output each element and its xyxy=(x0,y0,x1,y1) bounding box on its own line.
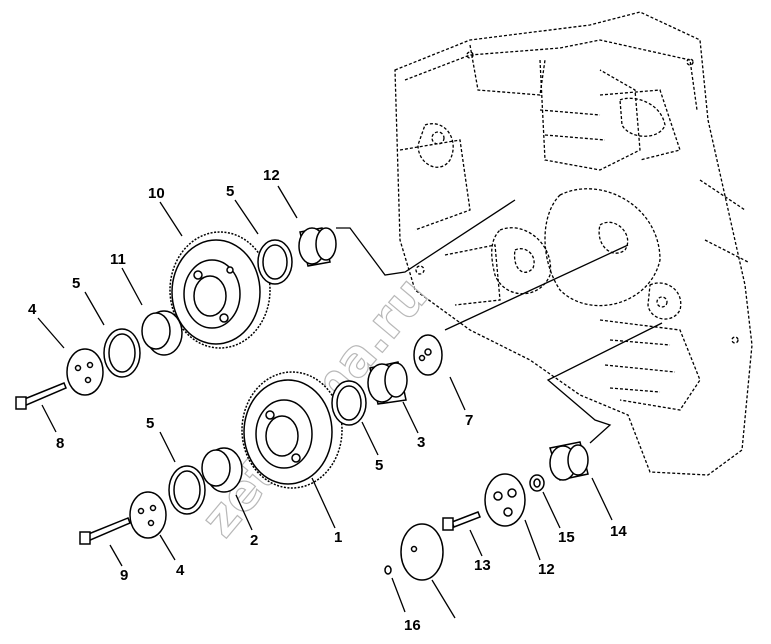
idler-shafts xyxy=(298,227,589,481)
callout-10: 12 xyxy=(263,167,280,184)
small-hardware xyxy=(384,474,545,575)
upper-bushing xyxy=(141,310,183,356)
callout-8: 10 xyxy=(148,185,165,202)
retaining-plates xyxy=(66,334,526,581)
capscrews xyxy=(15,382,481,545)
thrust-washers xyxy=(103,239,367,515)
leader-lines xyxy=(37,185,613,619)
callout-3: 3 xyxy=(417,434,425,451)
callout-5: 5 xyxy=(226,183,234,200)
callout-6: 7 xyxy=(465,412,473,429)
callout-12: 13 xyxy=(474,557,491,574)
callout-7: 8 xyxy=(56,435,64,452)
callout-5: 5 xyxy=(375,457,383,474)
callout-11: 12 xyxy=(538,561,555,578)
callout-7: 9 xyxy=(120,567,128,584)
callout-4: 4 xyxy=(28,301,37,318)
callout-15: 16 xyxy=(404,617,421,634)
callout-4: 4 xyxy=(176,562,185,579)
lower-bushing xyxy=(201,447,243,493)
callout-2: 2 xyxy=(250,532,258,549)
alignment-lines xyxy=(336,199,663,444)
callout-9: 11 xyxy=(110,251,126,268)
callout-5: 5 xyxy=(72,275,80,292)
callout-labels: 10 5 12 11 5 4 8 5 2 1 3 5 7 9 4 13 12 1… xyxy=(28,167,627,634)
callout-13: 14 xyxy=(610,523,627,540)
callout-5: 5 xyxy=(146,415,154,432)
upper-idler-gear xyxy=(169,231,271,349)
lower-idler-gear xyxy=(241,371,343,489)
callout-1: 1 xyxy=(334,529,342,546)
callout-14: 15 xyxy=(558,529,575,546)
